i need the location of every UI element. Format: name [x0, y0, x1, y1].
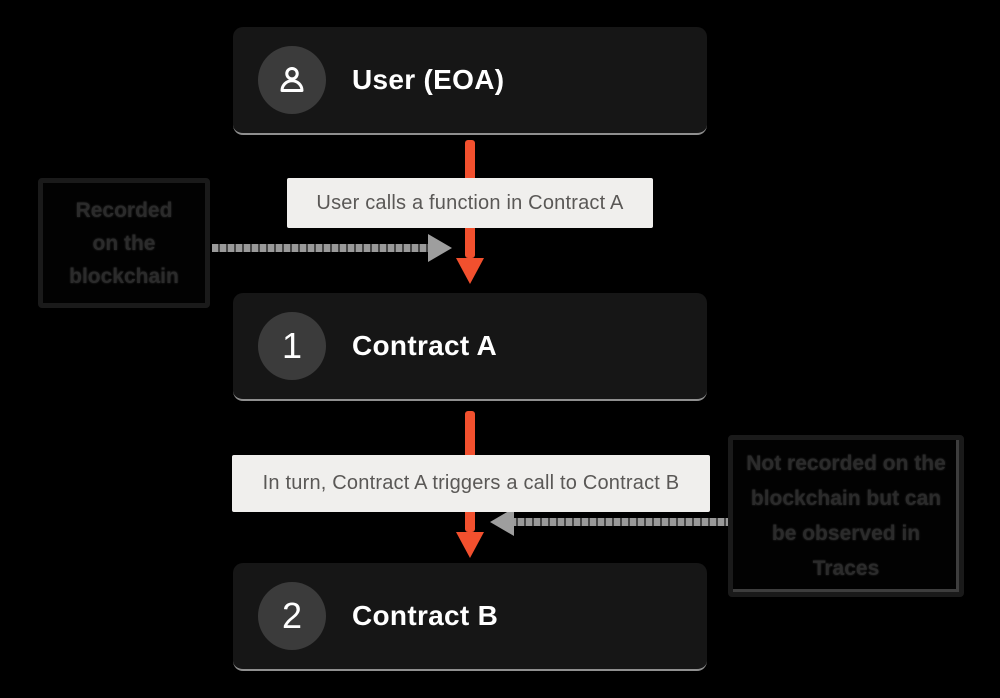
arrow-head-down	[456, 532, 484, 558]
node-user-eoa: User (EOA)	[233, 27, 707, 135]
arrow-traces-annotation	[490, 508, 728, 536]
annotation-line: blockchain	[69, 264, 179, 288]
node-contract-a: 1 Contract A	[233, 293, 707, 401]
user-avatar-badge	[258, 46, 326, 114]
user-icon	[280, 66, 304, 92]
flow-label-user-call: User calls a function in Contract A	[287, 178, 653, 228]
annotation-line: Not recorded on the	[746, 452, 946, 475]
annotation-line: Recorded	[75, 198, 173, 222]
node-contract-b: 2 Contract B	[233, 563, 707, 671]
gray-arrow-head-left	[490, 508, 514, 536]
annotation-line: be observed in	[771, 522, 921, 545]
arrow-recorded-annotation	[212, 234, 452, 262]
annotation-line: blockchain but can	[750, 487, 942, 510]
arrow-head-down	[456, 258, 484, 284]
annotation-line: Traces	[812, 557, 880, 580]
flow-label-contract-a-call: In turn, Contract A triggers a call to C…	[232, 455, 710, 512]
step-2-badge: 2	[258, 582, 326, 650]
node-title-user-eoa: User (EOA)	[352, 64, 505, 95]
annotation-recorded-on-chain: Recorded on the blockchain	[38, 178, 210, 308]
gray-arrow-stem	[212, 244, 430, 252]
step-1-badge: 1	[258, 312, 326, 380]
annotation-observed-in-traces: Not recorded on the blockchain but can b…	[728, 435, 964, 597]
gray-arrow-stem	[510, 518, 728, 526]
gray-arrow-head-right	[428, 234, 452, 262]
annotation-line: on the	[92, 231, 156, 255]
node-title-contract-b: Contract B	[352, 600, 499, 631]
node-title-contract-a: Contract A	[352, 330, 498, 361]
